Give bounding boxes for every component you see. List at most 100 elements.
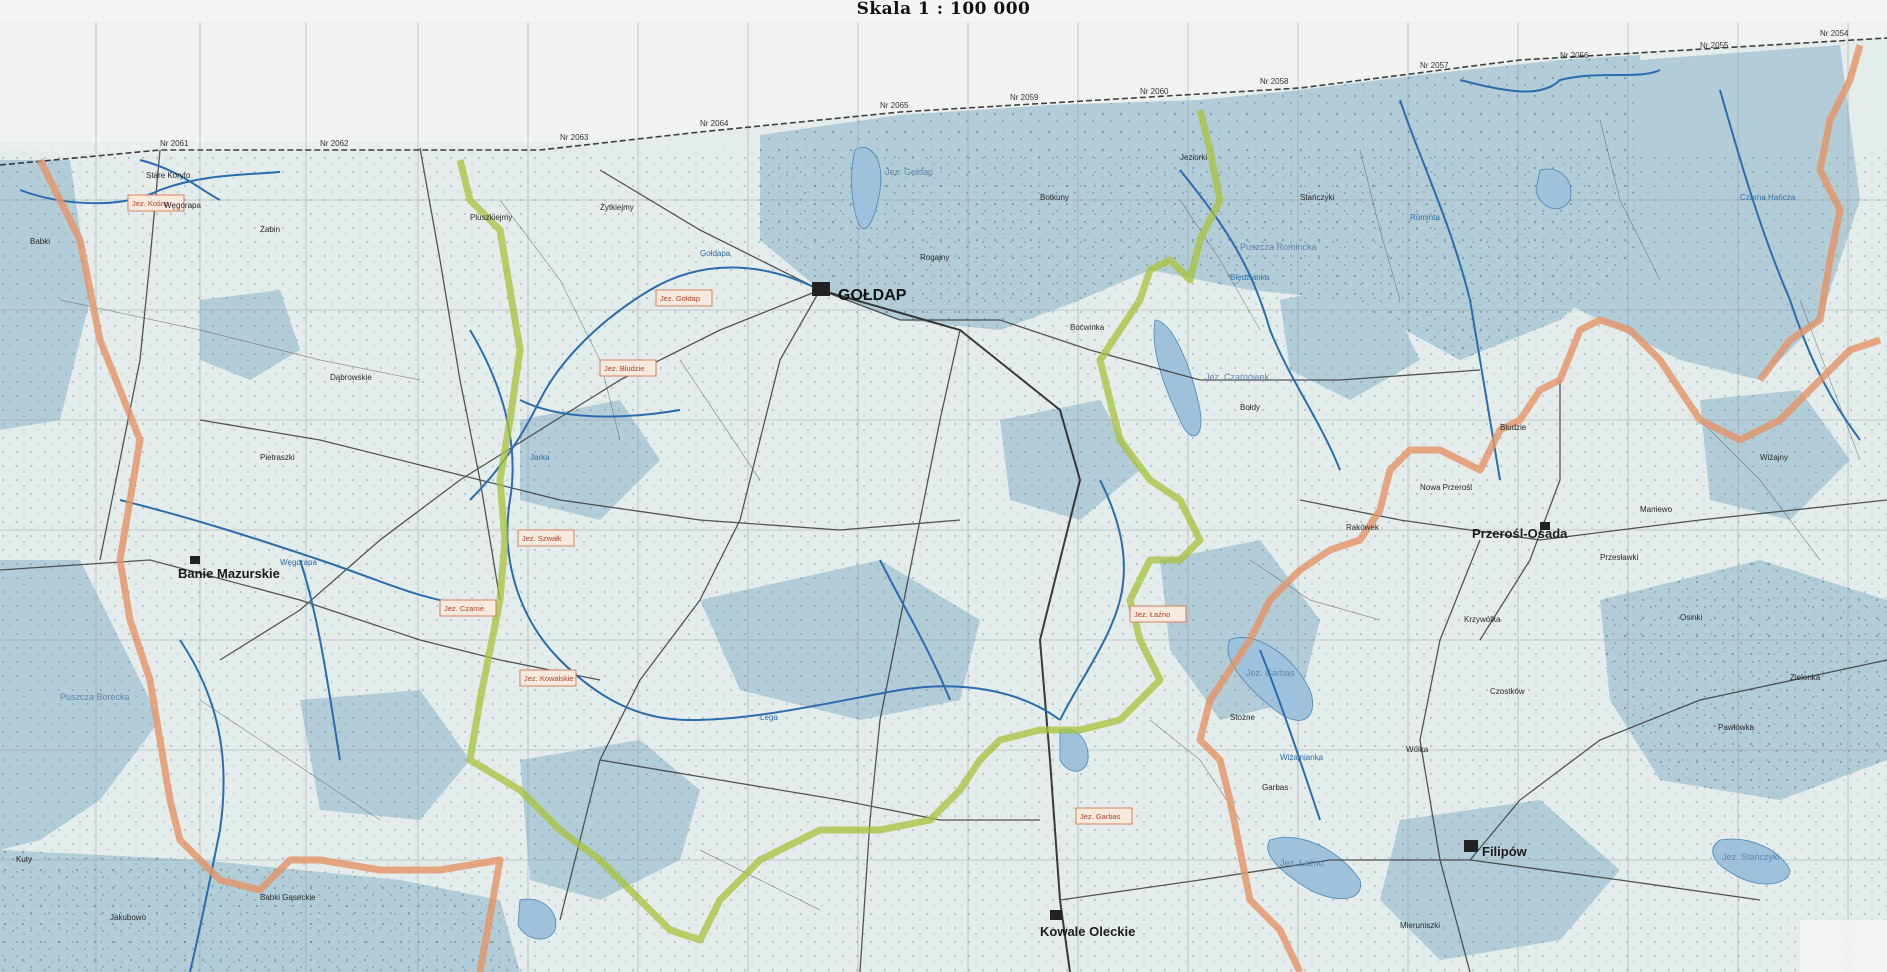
svg-text:Jez. Gołdap: Jez. Gołdap — [885, 167, 933, 177]
svg-text:Babki: Babki — [30, 237, 50, 246]
town-przerosl: Przerośl-Osada — [1472, 526, 1568, 541]
boundary-green — [456, 109, 1224, 944]
tag-8: Jez. Garbas — [1075, 807, 1133, 825]
svg-text:Jakubowo: Jakubowo — [110, 913, 147, 922]
svg-text:Nr 2065: Nr 2065 — [880, 101, 909, 110]
tag-1: Jez. Kośno — [127, 194, 185, 212]
svg-text:Jez. Łaźno: Jez. Łaźno — [1280, 858, 1324, 868]
svg-text:Rogajny: Rogajny — [920, 253, 949, 262]
svg-text:Rominta: Rominta — [1410, 213, 1440, 222]
svg-text:Jez. Stańczyki: Jez. Stańczyki — [1722, 852, 1780, 862]
svg-text:Jez. Czarne: Jez. Czarne — [444, 604, 484, 613]
svg-text:Nr 2062: Nr 2062 — [320, 139, 349, 148]
svg-text:Nr 2058: Nr 2058 — [1260, 77, 1289, 86]
tag-3: Jez. Bludzie — [599, 359, 657, 377]
svg-text:Mieruniszki: Mieruniszki — [1400, 921, 1440, 930]
scan-corner — [1800, 920, 1887, 972]
village-labels: Stare Koryto Węgorapa Babki Żabin Boćwin… — [16, 153, 1821, 930]
svg-text:Nr 2059: Nr 2059 — [1010, 93, 1039, 102]
svg-text:Jez. Garbas: Jez. Garbas — [1080, 812, 1121, 821]
goldap-marker — [812, 282, 830, 296]
tag-boxes: Jez. Kośno Jez. Gołdap Jez. Bludzie Jez.… — [127, 194, 1187, 825]
forest-rominta: Puszcza Romincka — [1240, 242, 1317, 252]
tag-4: Jez. Szwałk — [517, 529, 575, 547]
svg-text:Botkuny: Botkuny — [1040, 193, 1069, 202]
svg-text:Jez. Szwałk: Jez. Szwałk — [522, 534, 562, 543]
svg-text:Nr 2055: Nr 2055 — [1700, 41, 1729, 50]
svg-text:Jez. Garbas: Jez. Garbas — [1246, 668, 1295, 678]
svg-text:Jarka: Jarka — [530, 453, 550, 462]
svg-text:Bołdy: Bołdy — [1240, 403, 1260, 412]
svg-text:Węgorapa: Węgorapa — [280, 558, 317, 567]
svg-text:Stożne: Stożne — [1230, 713, 1255, 722]
svg-text:Jeziorki: Jeziorki — [1180, 153, 1207, 162]
settlement-texture — [0, 150, 1887, 972]
svg-text:Nr 2057: Nr 2057 — [1420, 61, 1449, 70]
svg-text:Pawłówka: Pawłówka — [1718, 723, 1755, 732]
svg-text:Bludzie: Bludzie — [1500, 423, 1527, 432]
svg-text:Jez. Bludzie: Jez. Bludzie — [604, 364, 644, 373]
svg-text:Nr 2064: Nr 2064 — [700, 119, 729, 128]
svg-text:Nr 2056: Nr 2056 — [1560, 51, 1589, 60]
kowale-marker — [1050, 910, 1062, 920]
secondary-roads — [59, 119, 1861, 911]
svg-text:Dąbrowskie: Dąbrowskie — [330, 373, 372, 382]
svg-text:Nr 2060: Nr 2060 — [1140, 87, 1169, 96]
svg-text:Osinki: Osinki — [1680, 613, 1702, 622]
svg-text:Zielonka: Zielonka — [1790, 673, 1821, 682]
town-banie: Banie Mazurskie — [178, 566, 280, 581]
filipow-marker — [1464, 840, 1478, 852]
svg-text:Żytkiejmy: Żytkiejmy — [600, 203, 634, 212]
map-grid — [0, 22, 1887, 972]
river-labels: Gołdapa Węgorapa Rominta Jarka Błędziank… — [280, 193, 1796, 762]
svg-text:Jez. Łaźno: Jez. Łaźno — [1134, 610, 1170, 619]
tag-5: Jez. Czarne — [439, 599, 497, 617]
road-number-labels: Nr 2061 Nr 2062 Nr 2063 Nr 2064 Nr 2065 … — [160, 29, 1849, 148]
svg-text:Garbas: Garbas — [1262, 783, 1288, 792]
svg-text:Stare Koryto: Stare Koryto — [146, 171, 191, 180]
svg-text:Przesławki: Przesławki — [1600, 553, 1638, 562]
svg-text:Żabin: Żabin — [260, 225, 280, 234]
town-goldap: GOŁDAP — [838, 287, 907, 304]
svg-text:Jez. Gołdap: Jez. Gołdap — [660, 294, 700, 303]
svg-text:Maniewo: Maniewo — [1640, 505, 1673, 514]
scale-title: Skala 1 : 100 000 — [0, 0, 1887, 22]
boundary-orange — [36, 44, 1882, 972]
svg-text:Błędzianka: Błędzianka — [1230, 273, 1270, 282]
svg-text:Wiżajny: Wiżajny — [1760, 453, 1788, 462]
svg-text:Jez. Kośno: Jez. Kośno — [132, 199, 169, 208]
svg-text:Czostków: Czostków — [1490, 687, 1525, 696]
svg-text:Nr 2054: Nr 2054 — [1820, 29, 1849, 38]
forest-borecka: Puszcza Borecka — [60, 692, 130, 702]
svg-text:Gołdapa: Gołdapa — [700, 249, 731, 258]
svg-text:Nr 2061: Nr 2061 — [160, 139, 189, 148]
svg-text:Nr 2063: Nr 2063 — [560, 133, 589, 142]
svg-text:Jez. Kowalskie: Jez. Kowalskie — [524, 674, 574, 683]
banie-marker — [190, 556, 200, 564]
lake-labels: Jez. Gołdap Jez. Czarnówek Jez. Garbas J… — [885, 167, 1780, 868]
svg-text:Wólka: Wólka — [1406, 745, 1429, 754]
svg-text:Pietraszki: Pietraszki — [260, 453, 295, 462]
road-network — [0, 37, 1887, 972]
svg-text:Nowa Przerośl: Nowa Przerośl — [1420, 483, 1472, 492]
town-filipow: Filipów — [1482, 844, 1528, 859]
svg-text:Kuty: Kuty — [16, 855, 32, 864]
town-markers — [190, 282, 1550, 920]
svg-text:Krzywólka: Krzywólka — [1464, 615, 1501, 624]
svg-text:Jez. Czarnówek: Jez. Czarnówek — [1205, 372, 1270, 382]
svg-text:Babki Gąseckie: Babki Gąseckie — [260, 893, 316, 902]
svg-text:Wiżajnianka: Wiżajnianka — [1280, 753, 1324, 762]
svg-text:Lega: Lega — [760, 713, 778, 722]
svg-text:Stańczyki: Stańczyki — [1300, 193, 1334, 202]
town-kowale: Kowale Oleckie — [1040, 924, 1135, 939]
lakes — [517, 147, 1791, 940]
svg-text:Pluszkiejmy: Pluszkiejmy — [470, 213, 512, 222]
svg-text:Rakówek: Rakówek — [1346, 523, 1380, 532]
svg-text:Boćwinka: Boćwinka — [1070, 323, 1105, 332]
svg-text:Czarna Hańcza: Czarna Hańcza — [1740, 193, 1796, 202]
tag-2: Jez. Gołdap — [655, 289, 713, 307]
svg-text:Węgorapa: Węgorapa — [164, 201, 201, 210]
tag-7: Jez. Łaźno — [1129, 605, 1187, 623]
